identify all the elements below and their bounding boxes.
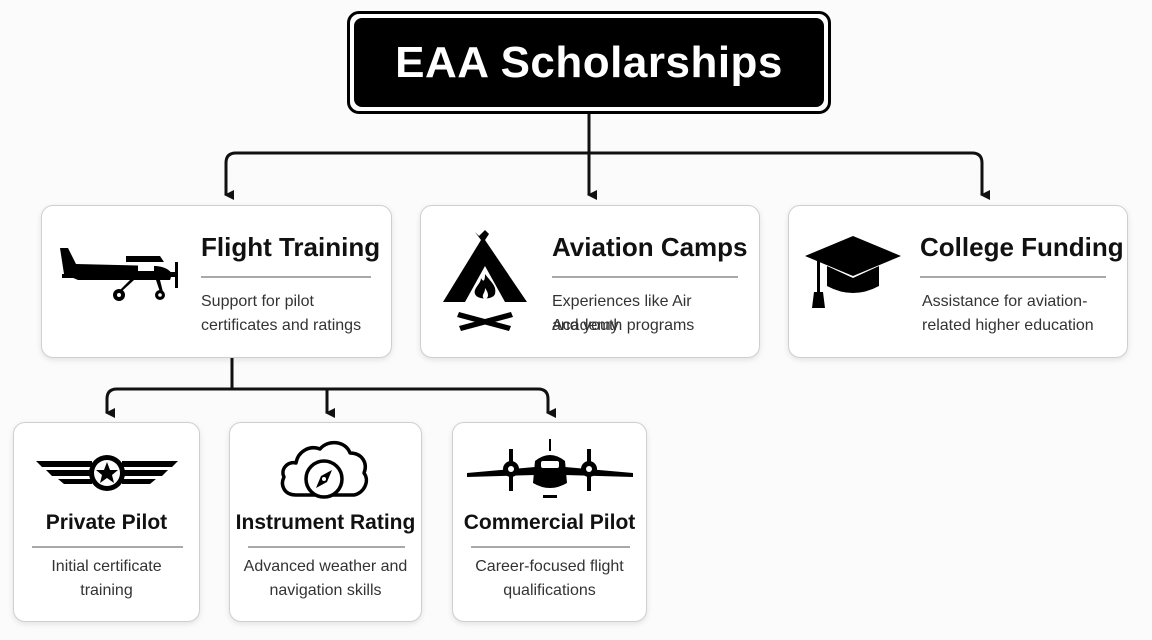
subcategory-card-private-pilot: Private Pilot Initial certificate traini…: [13, 422, 200, 622]
subcategory-description-line1: Career-focused flight: [475, 558, 624, 575]
connector-flight-right: [327, 387, 556, 418]
category-title: College Funding: [920, 232, 1124, 262]
category-card-aviation-camps: Aviation Camps Experiences like Air Acad…: [420, 205, 760, 358]
subcategory-description-line1: Initial certificate: [51, 558, 162, 575]
subcategory-description-line1: Advanced weather and: [243, 558, 408, 575]
category-card-college-funding: College Funding Assistance for aviation-…: [788, 205, 1128, 358]
category-description-line2: and youth programs: [552, 317, 695, 334]
connector-root-left: [224, 151, 589, 200]
connector-flight-mid: [232, 387, 335, 418]
connector-flight-left: [105, 387, 232, 418]
category-description-line1: Support for pilot: [201, 293, 314, 310]
category-description-line1: Experiences like Air Academy: [552, 293, 692, 334]
category-title: Flight Training: [201, 232, 381, 262]
subcategory-title: Private Pilot: [45, 511, 168, 534]
root-title: EAA Scholarships: [354, 18, 824, 107]
title-divider: [471, 546, 630, 548]
title-divider: [920, 276, 1106, 278]
connector-root-right: [589, 151, 990, 200]
subcategory-title: Instrument Rating: [235, 511, 416, 534]
subcategory-card-commercial-pilot: Commercial Pilot Career-focused flight q…: [452, 422, 647, 622]
pilot-wings-icon: [36, 453, 178, 498]
category-description-line2: certificates and ratings: [201, 317, 362, 334]
cloud-compass-icon: [276, 433, 372, 510]
category-description-line1: Assistance for aviation-: [922, 293, 1088, 310]
graduation-cap-icon: [803, 234, 903, 319]
root-node: EAA Scholarships: [347, 11, 831, 114]
title-divider: [201, 276, 371, 278]
campfire-tent-icon: [441, 230, 529, 343]
category-description-line2: related higher education: [922, 317, 1094, 334]
twin-engine-plane-icon: [465, 437, 635, 508]
category-title: Aviation Camps: [552, 232, 748, 262]
subcategory-description-line2: navigation skills: [269, 582, 382, 599]
title-divider: [552, 276, 738, 278]
subcategory-title: Commercial Pilot: [463, 511, 636, 534]
subcategory-card-instrument-rating: Instrument Rating Advanced weather and n…: [229, 422, 422, 622]
title-divider: [32, 546, 183, 548]
airplane-icon: [56, 240, 182, 309]
title-divider: [248, 546, 405, 548]
category-card-flight-training: Flight Training Support for pilot certif…: [41, 205, 392, 358]
subcategory-description-line2: qualifications: [503, 582, 596, 599]
subcategory-description-line2: training: [80, 582, 133, 599]
